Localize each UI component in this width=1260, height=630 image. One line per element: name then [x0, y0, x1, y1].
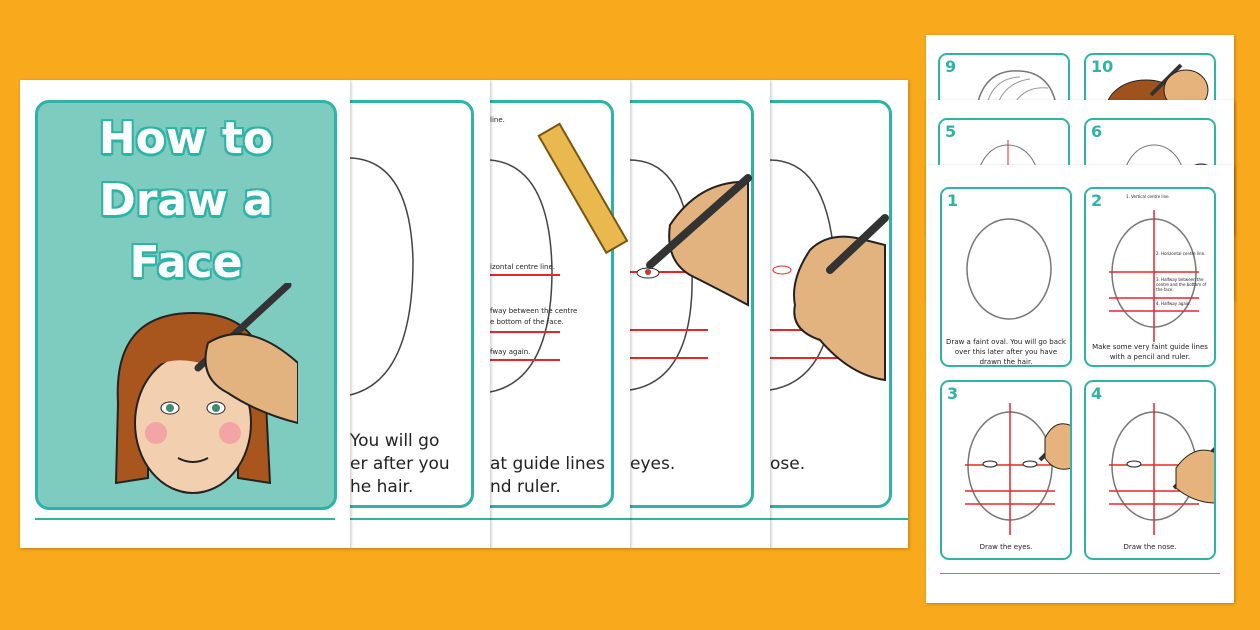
guide-label: 4. Halfway again. [1156, 301, 1191, 306]
page-card [630, 100, 754, 508]
card-1: 1 Draw a faint oval. You will go back ov… [940, 187, 1072, 367]
instruction-text: eyes. [630, 454, 676, 474]
footer-line [940, 573, 1220, 574]
card-number: 2 [1091, 191, 1103, 210]
card-number: 6 [1091, 122, 1103, 141]
face-guide-lines-with-ruler [490, 122, 629, 393]
card-caption: Draw a faint oval. You will go back over… [946, 338, 1066, 366]
card-number: 10 [1091, 57, 1114, 76]
guide-label: 1. Vertical centre line. [1126, 194, 1170, 199]
face-oval-icon [350, 157, 414, 396]
page-card [350, 100, 474, 508]
footer-line [350, 518, 490, 520]
card-number: 9 [945, 57, 957, 76]
front-sheet: 1 Draw a faint oval. You will go back ov… [926, 165, 1234, 603]
instruction-text: at guide lines nd ruler. [490, 454, 605, 497]
label-text: izontal centre line. [490, 263, 555, 271]
cover-title-line: Draw a [99, 175, 273, 226]
guide-lines-diagram [1109, 210, 1199, 342]
label-text: fway again. [490, 348, 531, 356]
face-with-hand-drawing-eyes [630, 159, 752, 391]
cover-page: How to Draw a Face [20, 80, 350, 548]
card-number: 3 [947, 384, 959, 403]
face-with-hand-drawing-nose [770, 159, 889, 391]
pencil-icon [826, 214, 889, 274]
guide-label: 2. Horizontal centre line. [1156, 251, 1206, 256]
card-number: 5 [945, 122, 957, 141]
pencil-icon [646, 174, 752, 269]
ruler-icon [537, 122, 629, 255]
face-oval-icon [966, 218, 1052, 320]
label-text: line. [490, 116, 505, 124]
card-number: 4 [1091, 384, 1103, 403]
page-card [490, 100, 614, 508]
cover-title-line: Face [129, 237, 243, 288]
instruction-text: You will go er after you he hair. [350, 431, 450, 497]
eyes-diagram [965, 403, 1070, 535]
footer-line [770, 518, 908, 520]
cover-title-line: How to [98, 113, 274, 164]
page-guide-lines: line. izontal centre line. fway between … [490, 80, 630, 548]
label-text: fway between the centre e bottom of the … [490, 307, 578, 326]
page-eyes: eyes. [630, 80, 770, 548]
card-number: 1 [947, 191, 959, 210]
nose-diagram [1109, 403, 1214, 535]
card-4: 4 Draw the nose. [1084, 380, 1216, 560]
card-caption: Draw the eyes. [979, 543, 1033, 551]
cover-card: How to Draw a Face [35, 100, 337, 510]
card-caption: Draw the nose. [1123, 543, 1177, 551]
guide-label: 3. Halfway between the centre and the bo… [1156, 277, 1207, 292]
girl-face-illustration [114, 283, 298, 494]
instruction-text: ose. [770, 454, 806, 474]
footer-line [630, 518, 770, 520]
page-oval: You will go er after you he hair. [350, 80, 490, 548]
footer-line [35, 518, 335, 520]
page-nose: ose. [770, 80, 908, 548]
card-caption: Make some very faint guide lines with a … [1092, 343, 1208, 361]
card-3: 3 Draw the eyes. [940, 380, 1072, 560]
footer-line [490, 518, 630, 520]
card-2: 2 1. Vertical centre line. 2. Horizontal… [1084, 187, 1216, 367]
